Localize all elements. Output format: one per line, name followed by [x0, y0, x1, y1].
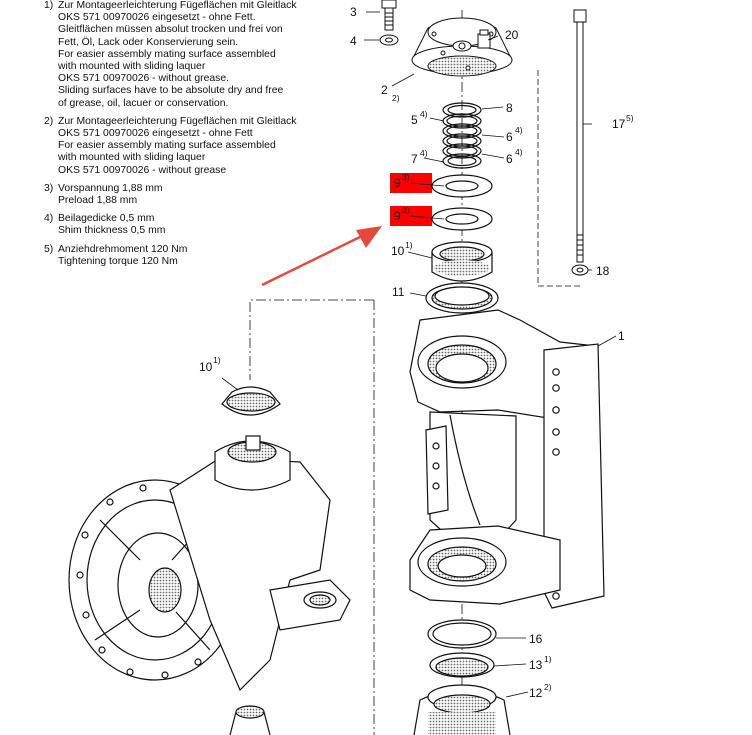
- footnote-line: Vorspannung 1,88 mm: [58, 182, 163, 194]
- callout-2: 2: [381, 83, 388, 97]
- footnote-line: Fett, Öl, Lack oder Konservierung sein.: [58, 36, 239, 48]
- footnote-line: Zur Montageerleichterung Fügeflächen mit…: [58, 115, 297, 127]
- callout-7: 7: [411, 152, 418, 166]
- callout-18: 18: [596, 264, 610, 278]
- callout-11: 11: [392, 285, 405, 299]
- callout-12: 12: [529, 686, 543, 700]
- shim-9-upper: [431, 174, 493, 198]
- callout-13-note: 1): [544, 654, 552, 664]
- footnote-3: 3) Vorspannung 1,88 mm Preload 1,88 mm: [44, 183, 344, 207]
- callout-10: 10: [391, 244, 405, 258]
- assembly-guide-line: [537, 70, 580, 287]
- callout-9-upper: 9: [394, 176, 401, 190]
- left-assembly-guides: [249, 299, 375, 735]
- footnote-line: Gleitflächen müssen absolut trocken und …: [58, 24, 283, 36]
- king-pin-17: [573, 9, 587, 263]
- footnotes: 1) Zur Montageerleichterung Fügeflächen …: [44, 0, 344, 274]
- steering-knuckle: [169, 435, 351, 692]
- highlight-arrow: [261, 226, 382, 287]
- callout-6-upper-note: 4): [515, 125, 523, 135]
- footnote-number: 3): [44, 182, 54, 194]
- callout-9-lower-note: 3): [402, 205, 410, 215]
- callout-10-left-note: 1): [213, 355, 221, 365]
- bolt-3: [381, 0, 397, 31]
- washer-4: [379, 34, 399, 46]
- footnote-line: Tightening torque 120 Nm: [58, 255, 178, 267]
- top-cover-2: [411, 17, 513, 77]
- callout-6-upper: 6: [506, 130, 513, 144]
- bearing-cone-10: [431, 241, 493, 282]
- bearing-cone-lower-left: [229, 705, 271, 735]
- footnote-line: of grease, oil, lacuer or conservation.: [58, 97, 229, 109]
- bearing-cone-12: [413, 684, 511, 735]
- footnote-number: 1): [44, 0, 54, 11]
- knuckle-housing-1: [409, 309, 605, 609]
- callout-2-note: 2): [392, 93, 400, 103]
- footnote-number: 4): [44, 213, 54, 225]
- washer-18: [571, 264, 589, 276]
- bearing-cone-10-left: [221, 386, 281, 416]
- footnote-5: 5) Anziehdrehmoment 120 Nm Tightening to…: [44, 244, 344, 268]
- callout-13: 13: [529, 658, 543, 672]
- footnote-line: with mounted with sliding laquer: [58, 61, 206, 73]
- footnote-line: Preload 1,88 mm: [58, 195, 138, 207]
- footnote-line: OKS 571 00970026 eingesetzt - ohne Fett.: [58, 12, 256, 24]
- footnote-line: Shim thickness 0,5 mm: [58, 225, 166, 237]
- callout-8: 8: [506, 101, 513, 115]
- callout-6-lower-note: 4): [515, 147, 523, 157]
- footnote-4: 4) Beilagedicke 0,5 mm Shim thickness 0,…: [44, 213, 344, 237]
- callout-10-note: 1): [405, 240, 413, 250]
- callout-4: 4: [350, 34, 357, 48]
- ring-stack: [442, 102, 482, 169]
- shim-9-lower: [431, 207, 493, 231]
- footnote-number: 2): [44, 115, 54, 127]
- callout-17-note: 5): [626, 113, 634, 123]
- footnote-line: For easier assembly mating surface assem…: [58, 140, 276, 152]
- callout-12-note: 2): [544, 682, 552, 692]
- callout-3: 3: [350, 5, 357, 19]
- footnote-number: 5): [44, 243, 54, 255]
- footnote-line: OKS 571 00970026 eingesetzt - ohne Fett: [58, 128, 253, 140]
- footnote-line: Anziehdrehmoment 120 Nm: [58, 243, 188, 255]
- bearing-cup-13: [429, 652, 495, 678]
- callout-9-upper-note: 3): [402, 172, 410, 182]
- callout-20: 20: [505, 28, 519, 42]
- footnote-line: Sliding surfaces have to be absolute dry…: [58, 85, 284, 97]
- footnote-1: 1) Zur Montageerleichterung Fügeflächen …: [44, 0, 344, 110]
- bearing-cup-11: [425, 282, 499, 314]
- callout-5-note: 4): [420, 109, 428, 119]
- callout-7-note: 4): [420, 148, 428, 158]
- footnote-line: OKS 571 00970026 - without grease: [58, 164, 227, 176]
- footnote-line: Zur Montageerleichterung Fügeflächen mit…: [58, 0, 297, 11]
- callout-6-lower: 6: [506, 152, 513, 166]
- footnote-2: 2) Zur Montageerleichterung Fügeflächen …: [44, 116, 344, 177]
- footnote-line: with mounted with sliding laquer: [58, 152, 206, 164]
- callout-1: 1: [618, 329, 625, 343]
- footnote-line: OKS 571 00970026 - without grease.: [58, 73, 229, 85]
- callout-9-lower: 9: [394, 209, 401, 223]
- callout-5: 5: [411, 113, 418, 127]
- footnote-line: For easier assembly mating surface assem…: [58, 48, 276, 60]
- seal-ring-16: [427, 619, 497, 649]
- callout-10-left: 10: [199, 360, 213, 374]
- grease-nipple-20: [477, 29, 491, 49]
- callout-16: 16: [529, 632, 543, 646]
- footnote-line: Beilagedicke 0,5 mm: [58, 213, 155, 225]
- callout-17: 17: [612, 117, 626, 131]
- leader-lines: [221, 11, 617, 698]
